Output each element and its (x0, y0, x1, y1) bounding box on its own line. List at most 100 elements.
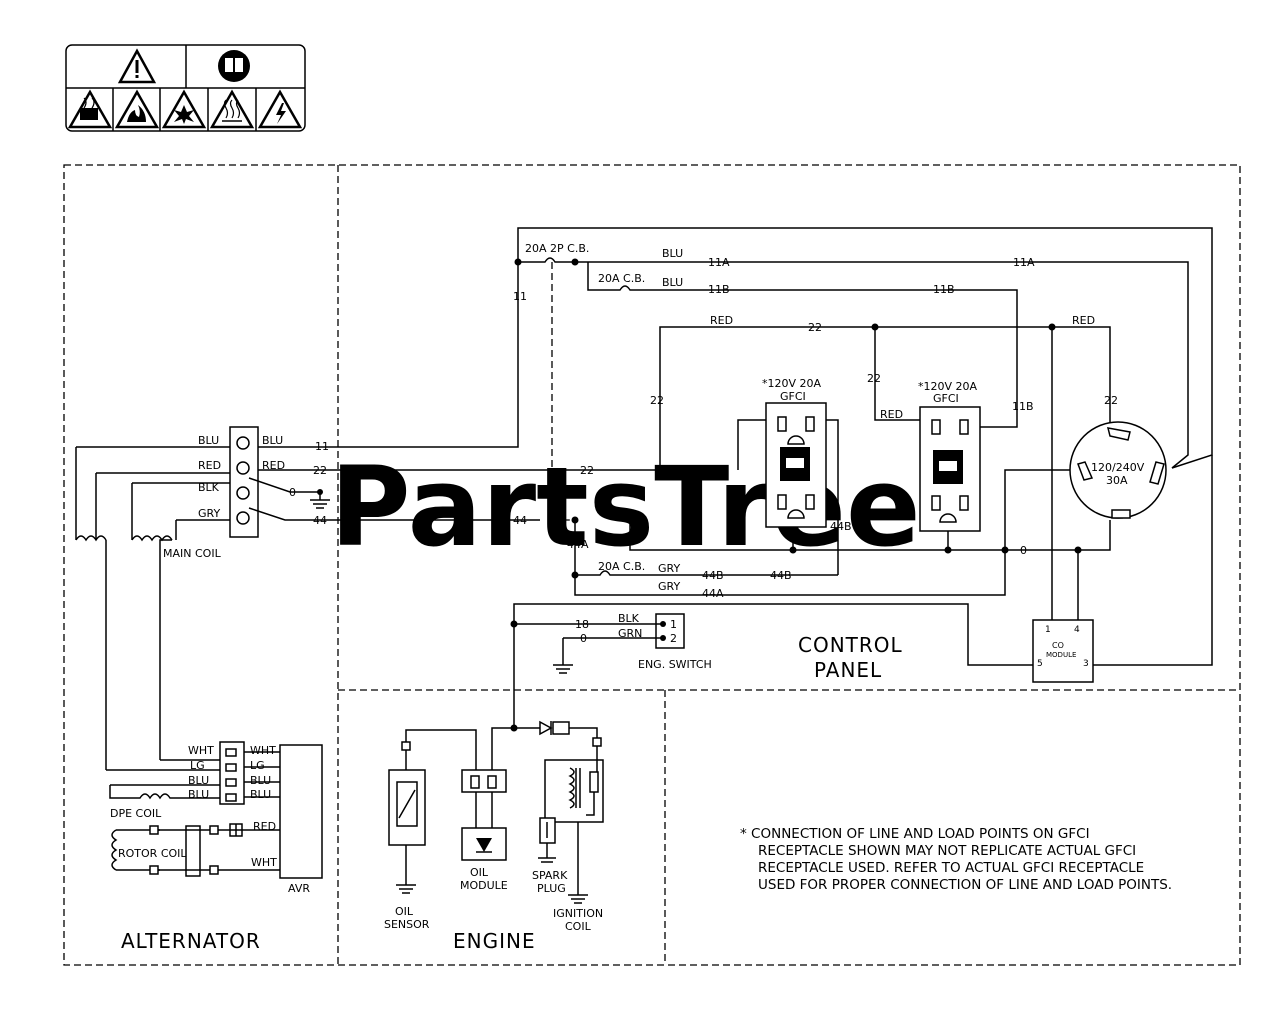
rotor-red-label: RED (253, 820, 276, 833)
wire-label-gry-44a: GRY (658, 580, 680, 593)
diode-symbol (539, 720, 570, 736)
wire-label-44: 44 (313, 514, 327, 527)
main-coil-label: MAIN COIL (163, 547, 222, 560)
wire-label-red-gfci2: RED (880, 408, 903, 421)
breaker-2-label: 20A C.B. (598, 560, 645, 573)
co-module-name-2: MODULE (1046, 651, 1076, 659)
main-coil (75, 446, 230, 770)
avr-connector (219, 741, 245, 805)
wire-label-11-vertical: 11 (513, 290, 527, 303)
co-module-name: CO (1052, 641, 1064, 650)
ignition-coil (544, 737, 604, 904)
spark-plug-label-2: PLUG (537, 882, 566, 895)
ignition-coil-label-2: COIL (565, 920, 592, 933)
toxic-fumes-icon (67, 89, 113, 129)
avr-left-blu-2: BLU (188, 788, 209, 801)
terminal-label-gry: GRY (198, 507, 220, 520)
wire-label-22-gfci2: 22 (867, 372, 881, 385)
terminal-out-label-red: RED (262, 459, 285, 472)
rotor-coil-label: ROTOR COIL (118, 847, 187, 860)
wire-label-18: 18 (575, 618, 589, 631)
footnote-line-1: * CONNECTION OF LINE AND LOAD POINTS ON … (740, 826, 1090, 842)
electric-shock-icon (257, 89, 303, 129)
footnote: * CONNECTION OF LINE AND LOAD POINTS ON … (740, 826, 1172, 893)
wire-label-44b: 44B (702, 569, 724, 582)
wire-label-44a-2: 44A (702, 587, 724, 600)
co-pin-5: 5 (1037, 659, 1043, 669)
hot-surface-icon (209, 89, 255, 129)
spark-plug (538, 817, 556, 863)
wire-label-22-mid: 22 (580, 464, 594, 477)
wire-label-22-left: 22 (650, 394, 664, 407)
oil-module (461, 769, 507, 861)
footnote-line-4: USED FOR PROPER CONNECTION OF LINE AND L… (758, 877, 1172, 893)
eng-switch-pin-1: 1 (670, 618, 677, 631)
alternator-terminal-block (229, 426, 259, 538)
wire-label-44b-gfci: 44B (830, 520, 852, 533)
wire-label-grn-switch: GRN (618, 627, 642, 640)
fire-icon (114, 89, 160, 129)
read-manual-icon (218, 50, 250, 82)
section-control-panel-label: CONTROL (798, 633, 903, 657)
avr-right-blu: BLU (250, 774, 271, 787)
section-engine-label: ENGINE (453, 929, 536, 953)
gfci-2-name: GFCI (933, 392, 959, 405)
wire-label-0-switch: 0 (580, 632, 587, 645)
oil-sensor-label-2: SENSOR (384, 918, 430, 931)
section-alternator-label: ALTERNATOR (121, 929, 261, 953)
footnote-line-3: RECEPTACLE USED. REFER TO ACTUAL GFCI RE… (758, 860, 1144, 876)
explosion-icon (161, 89, 207, 129)
eng-switch-pin-2: 2 (670, 632, 677, 645)
gfci-1-name: GFCI (780, 390, 806, 403)
avr-right-blu-2: BLU (250, 788, 271, 801)
wire-label-blk-switch: BLK (618, 612, 640, 625)
wire-label-22-top: 22 (808, 321, 822, 334)
section-borders (63, 164, 1241, 966)
wire-label-red-top: RED (710, 314, 733, 327)
footnote-line-2: RECEPTACLE SHOWN MAY NOT REPLICATE ACTUA… (758, 843, 1136, 859)
avr-label: AVR (288, 882, 310, 895)
gfci-1-rating: *120V 20A (762, 377, 822, 390)
wire-label-44-mid: 44 (513, 514, 527, 527)
wire-label-44a: 44A (567, 538, 589, 551)
terminal-out-label-blu: BLU (262, 434, 283, 447)
gfci-receptacle-2 (919, 406, 981, 532)
avr-right-lg: LG (250, 759, 265, 772)
wire-label-red-right: RED (1072, 314, 1095, 327)
twistlock-amps: 30A (1106, 474, 1128, 487)
oil-sensor-label: OIL (395, 905, 414, 918)
ground-symbol (310, 489, 330, 509)
eng-switch-label: ENG. SWITCH (638, 658, 712, 671)
twistlock-rating: 120/240V (1091, 461, 1145, 474)
co-pin-1: 1 (1045, 625, 1051, 635)
wire-label-11b: 11B (708, 283, 730, 296)
wire-label-blu-11a: BLU (662, 247, 683, 260)
avr-right-wht: WHT (250, 744, 276, 757)
oil-module-label-2: MODULE (460, 879, 508, 892)
wire-label-44b-2: 44B (770, 569, 792, 582)
rotor-coil (111, 823, 280, 877)
terminal-label-blu: BLU (198, 434, 219, 447)
wire-label-11b-vertical: 11B (1012, 400, 1034, 413)
co-pin-4: 4 (1074, 625, 1080, 635)
wire-label-22-twistlock: 22 (1104, 394, 1118, 407)
wire-label-11b-right: 11B (933, 283, 955, 296)
avr-box (279, 744, 323, 879)
wire-label-22: 22 (313, 464, 327, 477)
section-control-panel-label-2: PANEL (814, 658, 882, 682)
oil-module-label: OIL (470, 866, 489, 879)
breaker-1-label: 20A C.B. (598, 272, 645, 285)
rotor-wht-label: WHT (251, 856, 277, 869)
terminal-label-red: RED (198, 459, 221, 472)
wire-label-11a-right: 11A (1013, 256, 1035, 269)
co-module (1032, 619, 1094, 683)
wire-label-0-bus: 0 (1020, 544, 1027, 557)
wire-label-11: 11 (315, 440, 329, 453)
gfci-receptacle-1 (765, 402, 827, 528)
spark-plug-label: SPARK (532, 869, 568, 882)
engine-switch (655, 613, 685, 649)
avr-left-lg: LG (190, 759, 205, 772)
dpe-coil-label: DPE COIL (110, 807, 162, 820)
twistlock-receptacle (1069, 421, 1167, 519)
